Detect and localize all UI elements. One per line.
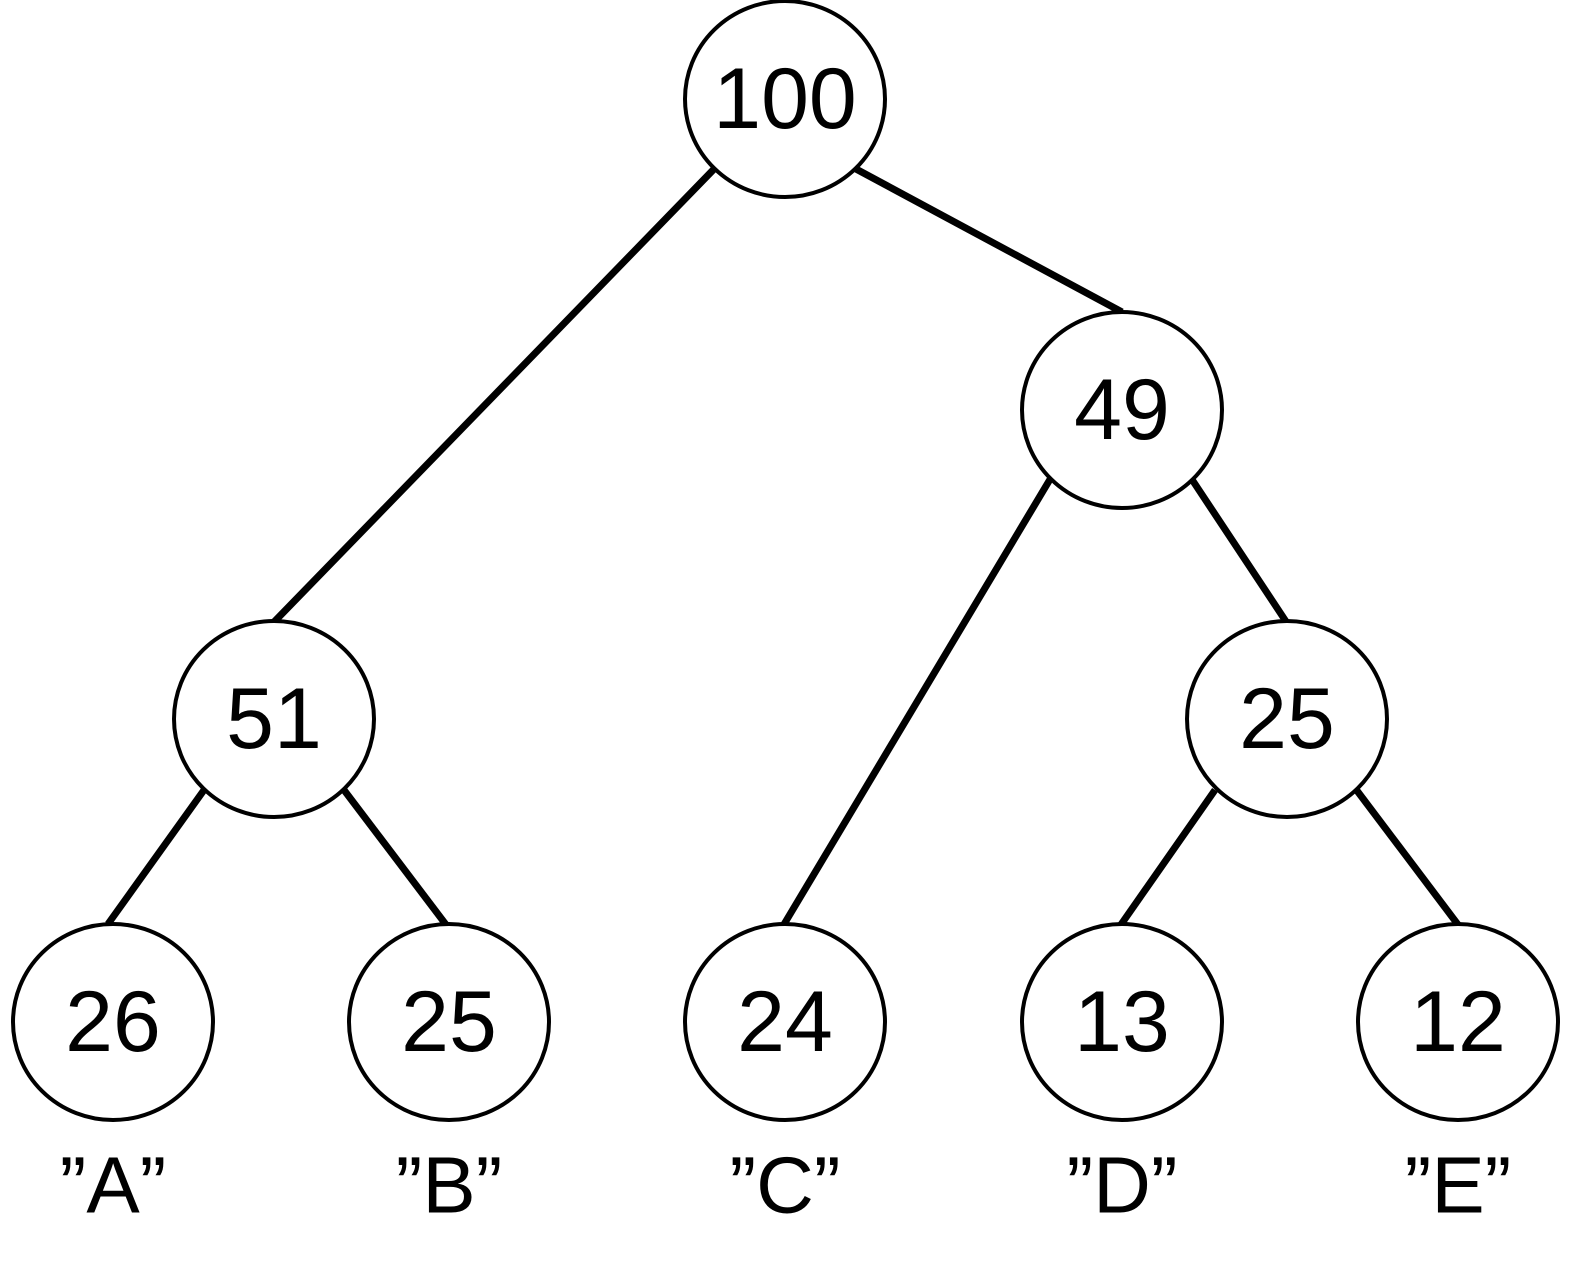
tree-leaf-c: 24 ”C” bbox=[683, 922, 887, 1230]
edge-49-to-25 bbox=[1188, 476, 1290, 625]
node-circle bbox=[683, 0, 887, 199]
node-value: 25 bbox=[1239, 671, 1335, 767]
node-value: 25 bbox=[401, 974, 497, 1070]
leaf-label: ”A” bbox=[60, 1141, 167, 1230]
node-circle bbox=[1356, 922, 1560, 1122]
leaf-label: ”E” bbox=[1405, 1141, 1512, 1230]
node-value: 24 bbox=[737, 974, 833, 1070]
node-value: 100 bbox=[713, 51, 857, 147]
edge-root-to-49 bbox=[854, 165, 1124, 316]
edge-root-to-51 bbox=[271, 164, 719, 625]
node-value: 51 bbox=[226, 671, 322, 767]
tree-node-49: 49 bbox=[1020, 310, 1224, 510]
leaf-label: ”B” bbox=[396, 1141, 503, 1230]
tree-edges bbox=[105, 164, 1462, 929]
leaf-label: ”C” bbox=[729, 1141, 840, 1230]
node-circle bbox=[172, 619, 376, 819]
tree-leaf-a: 26 ”A” bbox=[11, 922, 215, 1230]
node-value: 26 bbox=[65, 974, 161, 1070]
tree-leaf-d: 13 ”D” bbox=[1020, 922, 1224, 1230]
node-circle bbox=[347, 922, 551, 1122]
node-circle bbox=[1185, 619, 1389, 819]
edge-25-to-13 bbox=[1117, 787, 1218, 929]
tree-leaf-e: 12 ”E” bbox=[1356, 922, 1560, 1230]
edge-49-to-24 bbox=[779, 474, 1056, 928]
node-value: 49 bbox=[1074, 362, 1170, 458]
node-value: 12 bbox=[1410, 974, 1506, 1070]
edge-25-to-12 bbox=[1352, 785, 1462, 929]
node-circle bbox=[1020, 310, 1224, 510]
tree-node-51: 51 bbox=[172, 619, 376, 819]
tree-node-root: 100 bbox=[683, 0, 887, 199]
node-circle bbox=[683, 922, 887, 1122]
node-circle bbox=[11, 922, 215, 1122]
edge-51-to-26 bbox=[105, 787, 207, 927]
node-circle bbox=[1020, 922, 1224, 1122]
edge-51-to-25 bbox=[341, 787, 450, 929]
leaf-label: ”D” bbox=[1066, 1141, 1177, 1230]
tree-node-25-internal: 25 bbox=[1185, 619, 1389, 819]
tree-leaf-b: 25 ”B” bbox=[347, 922, 551, 1230]
node-value: 13 bbox=[1074, 974, 1170, 1070]
